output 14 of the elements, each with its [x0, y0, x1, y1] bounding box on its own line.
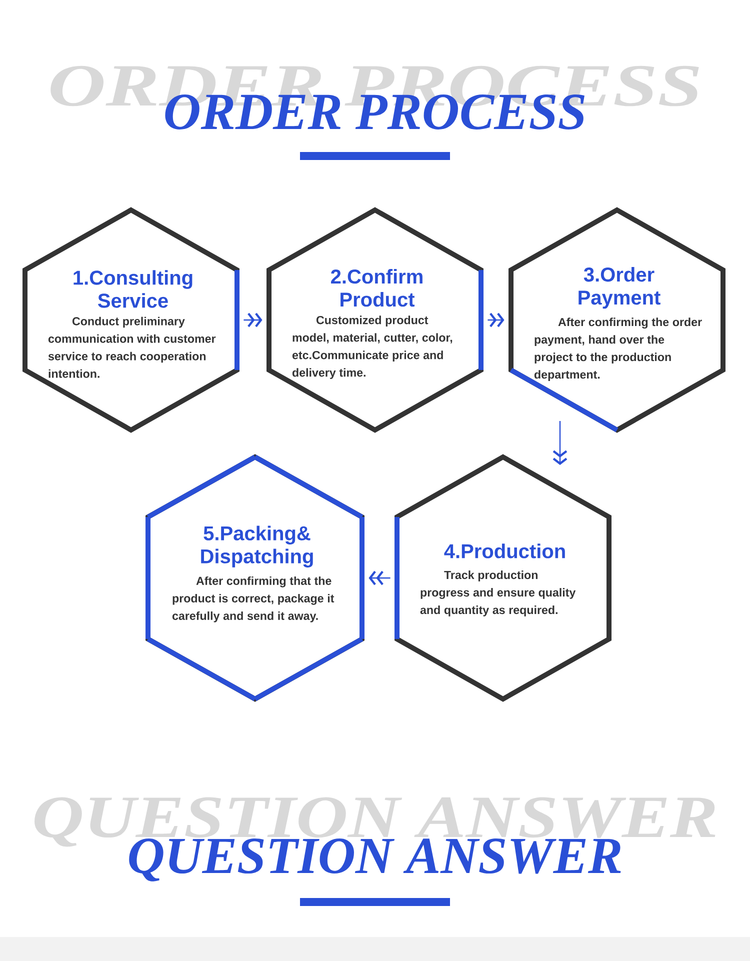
chevron-arrow — [368, 570, 390, 586]
step-title: 4.Production — [444, 544, 565, 558]
chevron-arrow — [488, 312, 504, 328]
step-title: 3.Order Payment — [578, 267, 660, 309]
chevron-arrow — [244, 312, 262, 328]
step-title: 5.Packing& Dispatching — [201, 526, 313, 568]
step-title: 2.Confirm Product — [331, 269, 422, 307]
step-title: 1.Consulting Service — [74, 270, 192, 308]
step-description: After confirming the order payment, hand over the project to the production department. — [534, 318, 702, 381]
step-description: Track production progress and ensure quality and quantity as required. — [420, 570, 576, 616]
step-description: Customized product model, material, cutter, color, etc.Communicate price and delivery time. — [292, 316, 452, 379]
step-description: After confirming that the product is correct, package it carefully and send it away. — [172, 576, 334, 622]
chevron-arrow — [552, 421, 568, 465]
step-description: Conduct preliminary communication with customer service to reach cooperation intention. — [48, 316, 216, 378]
